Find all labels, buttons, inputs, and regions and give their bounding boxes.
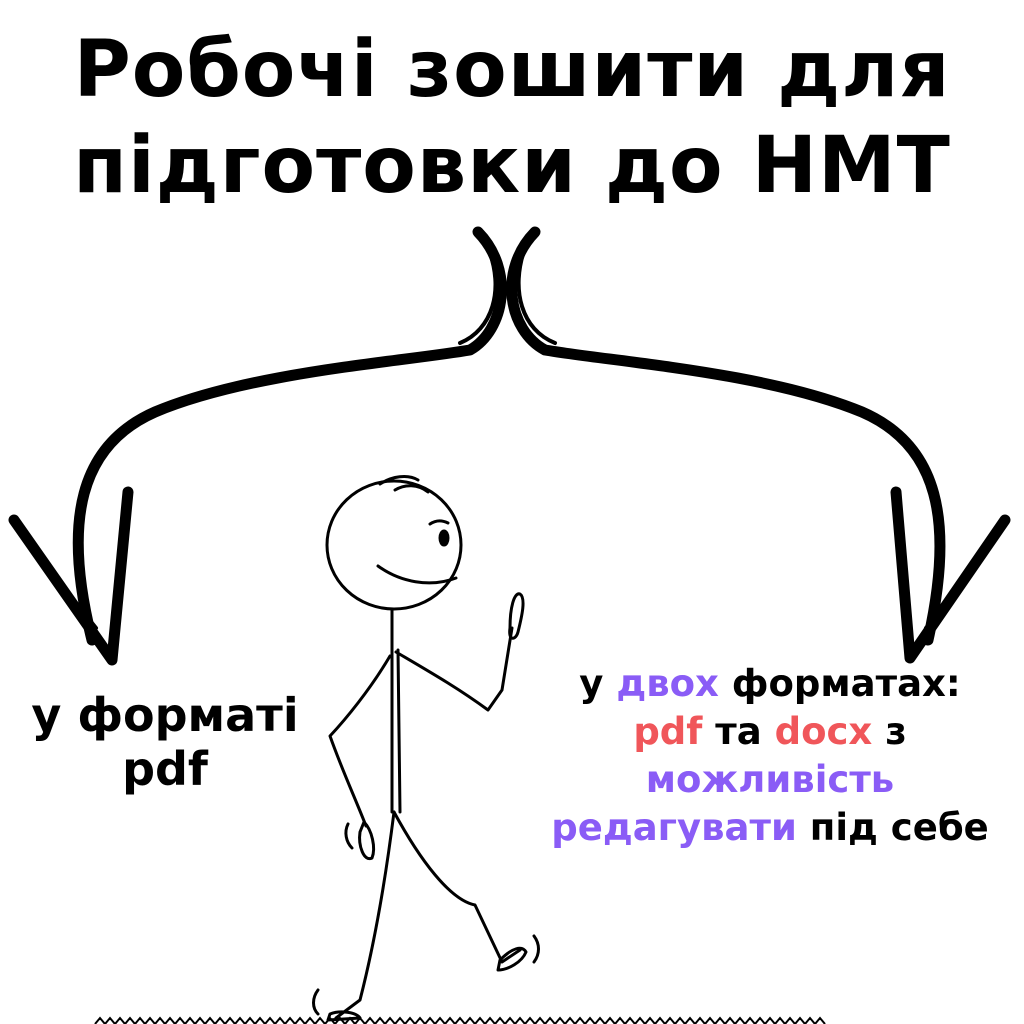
figure-raised-arm xyxy=(394,626,514,712)
left-caption-line-1: у форматі xyxy=(31,688,299,742)
right-caption: у двох форматах: pdf та docx з можливіст… xyxy=(520,660,1020,852)
word-edit: редагувати xyxy=(551,806,797,849)
left-arrow-curve xyxy=(72,226,507,646)
ground-zigzag-line xyxy=(94,1016,826,1024)
figure-raised-hand xyxy=(508,592,525,640)
figure-motion-mark-left xyxy=(344,822,354,850)
figure-smile xyxy=(376,564,458,585)
left-arrow-curve-inner xyxy=(458,246,498,345)
figure-lowered-hand xyxy=(358,820,376,861)
word-two: двох xyxy=(616,662,719,705)
right-arrowhead xyxy=(890,486,1011,664)
figure-back-leg xyxy=(392,810,522,964)
word-pdf: pdf xyxy=(633,710,703,753)
branching-arrows-icon xyxy=(8,226,1011,666)
word-with: з xyxy=(885,710,907,753)
left-caption: у форматі pdf xyxy=(10,688,320,796)
figure-back-foot xyxy=(496,946,528,972)
walking-stick-figure xyxy=(312,475,540,1022)
word-formats: форматах: xyxy=(731,662,961,705)
figure-brow xyxy=(428,519,450,526)
figure-front-leg xyxy=(334,810,396,1020)
figure-front-foot xyxy=(326,1010,362,1022)
right-arrow-curve-inner xyxy=(516,246,557,345)
word-for-yourself: під себе xyxy=(809,806,989,849)
title-line-2: підготовки до НМТ xyxy=(73,121,951,211)
right-caption-line-2: pdf та docx з xyxy=(520,708,1020,756)
right-caption-line-1: у двох форматах: xyxy=(520,660,1020,708)
figure-motion-mark-foot xyxy=(312,988,320,1016)
figure-head xyxy=(325,479,463,611)
word-and: та xyxy=(715,710,762,753)
figure-motion-mark-right xyxy=(532,934,540,964)
left-arrowhead xyxy=(8,486,134,666)
right-caption-line-3: можливість xyxy=(645,758,895,801)
right-arrow-curve xyxy=(506,226,946,646)
right-arrowhead-inner xyxy=(924,543,992,630)
word-docx: docx xyxy=(774,710,873,753)
title-line-1: Робочі зошити для xyxy=(73,25,951,115)
left-arrowhead-inner xyxy=(28,543,98,630)
figure-eye xyxy=(438,529,450,547)
page-title: Робочі зошити для підготовки до НМТ xyxy=(0,22,1024,214)
figure-lowered-arm xyxy=(328,654,392,828)
figure-torso-back xyxy=(396,648,402,814)
left-caption-line-2: pdf xyxy=(122,742,208,796)
right-caption-line-4: редагувати під себе xyxy=(520,804,1020,852)
figure-hair xyxy=(378,475,430,494)
word-u: у xyxy=(579,662,604,705)
